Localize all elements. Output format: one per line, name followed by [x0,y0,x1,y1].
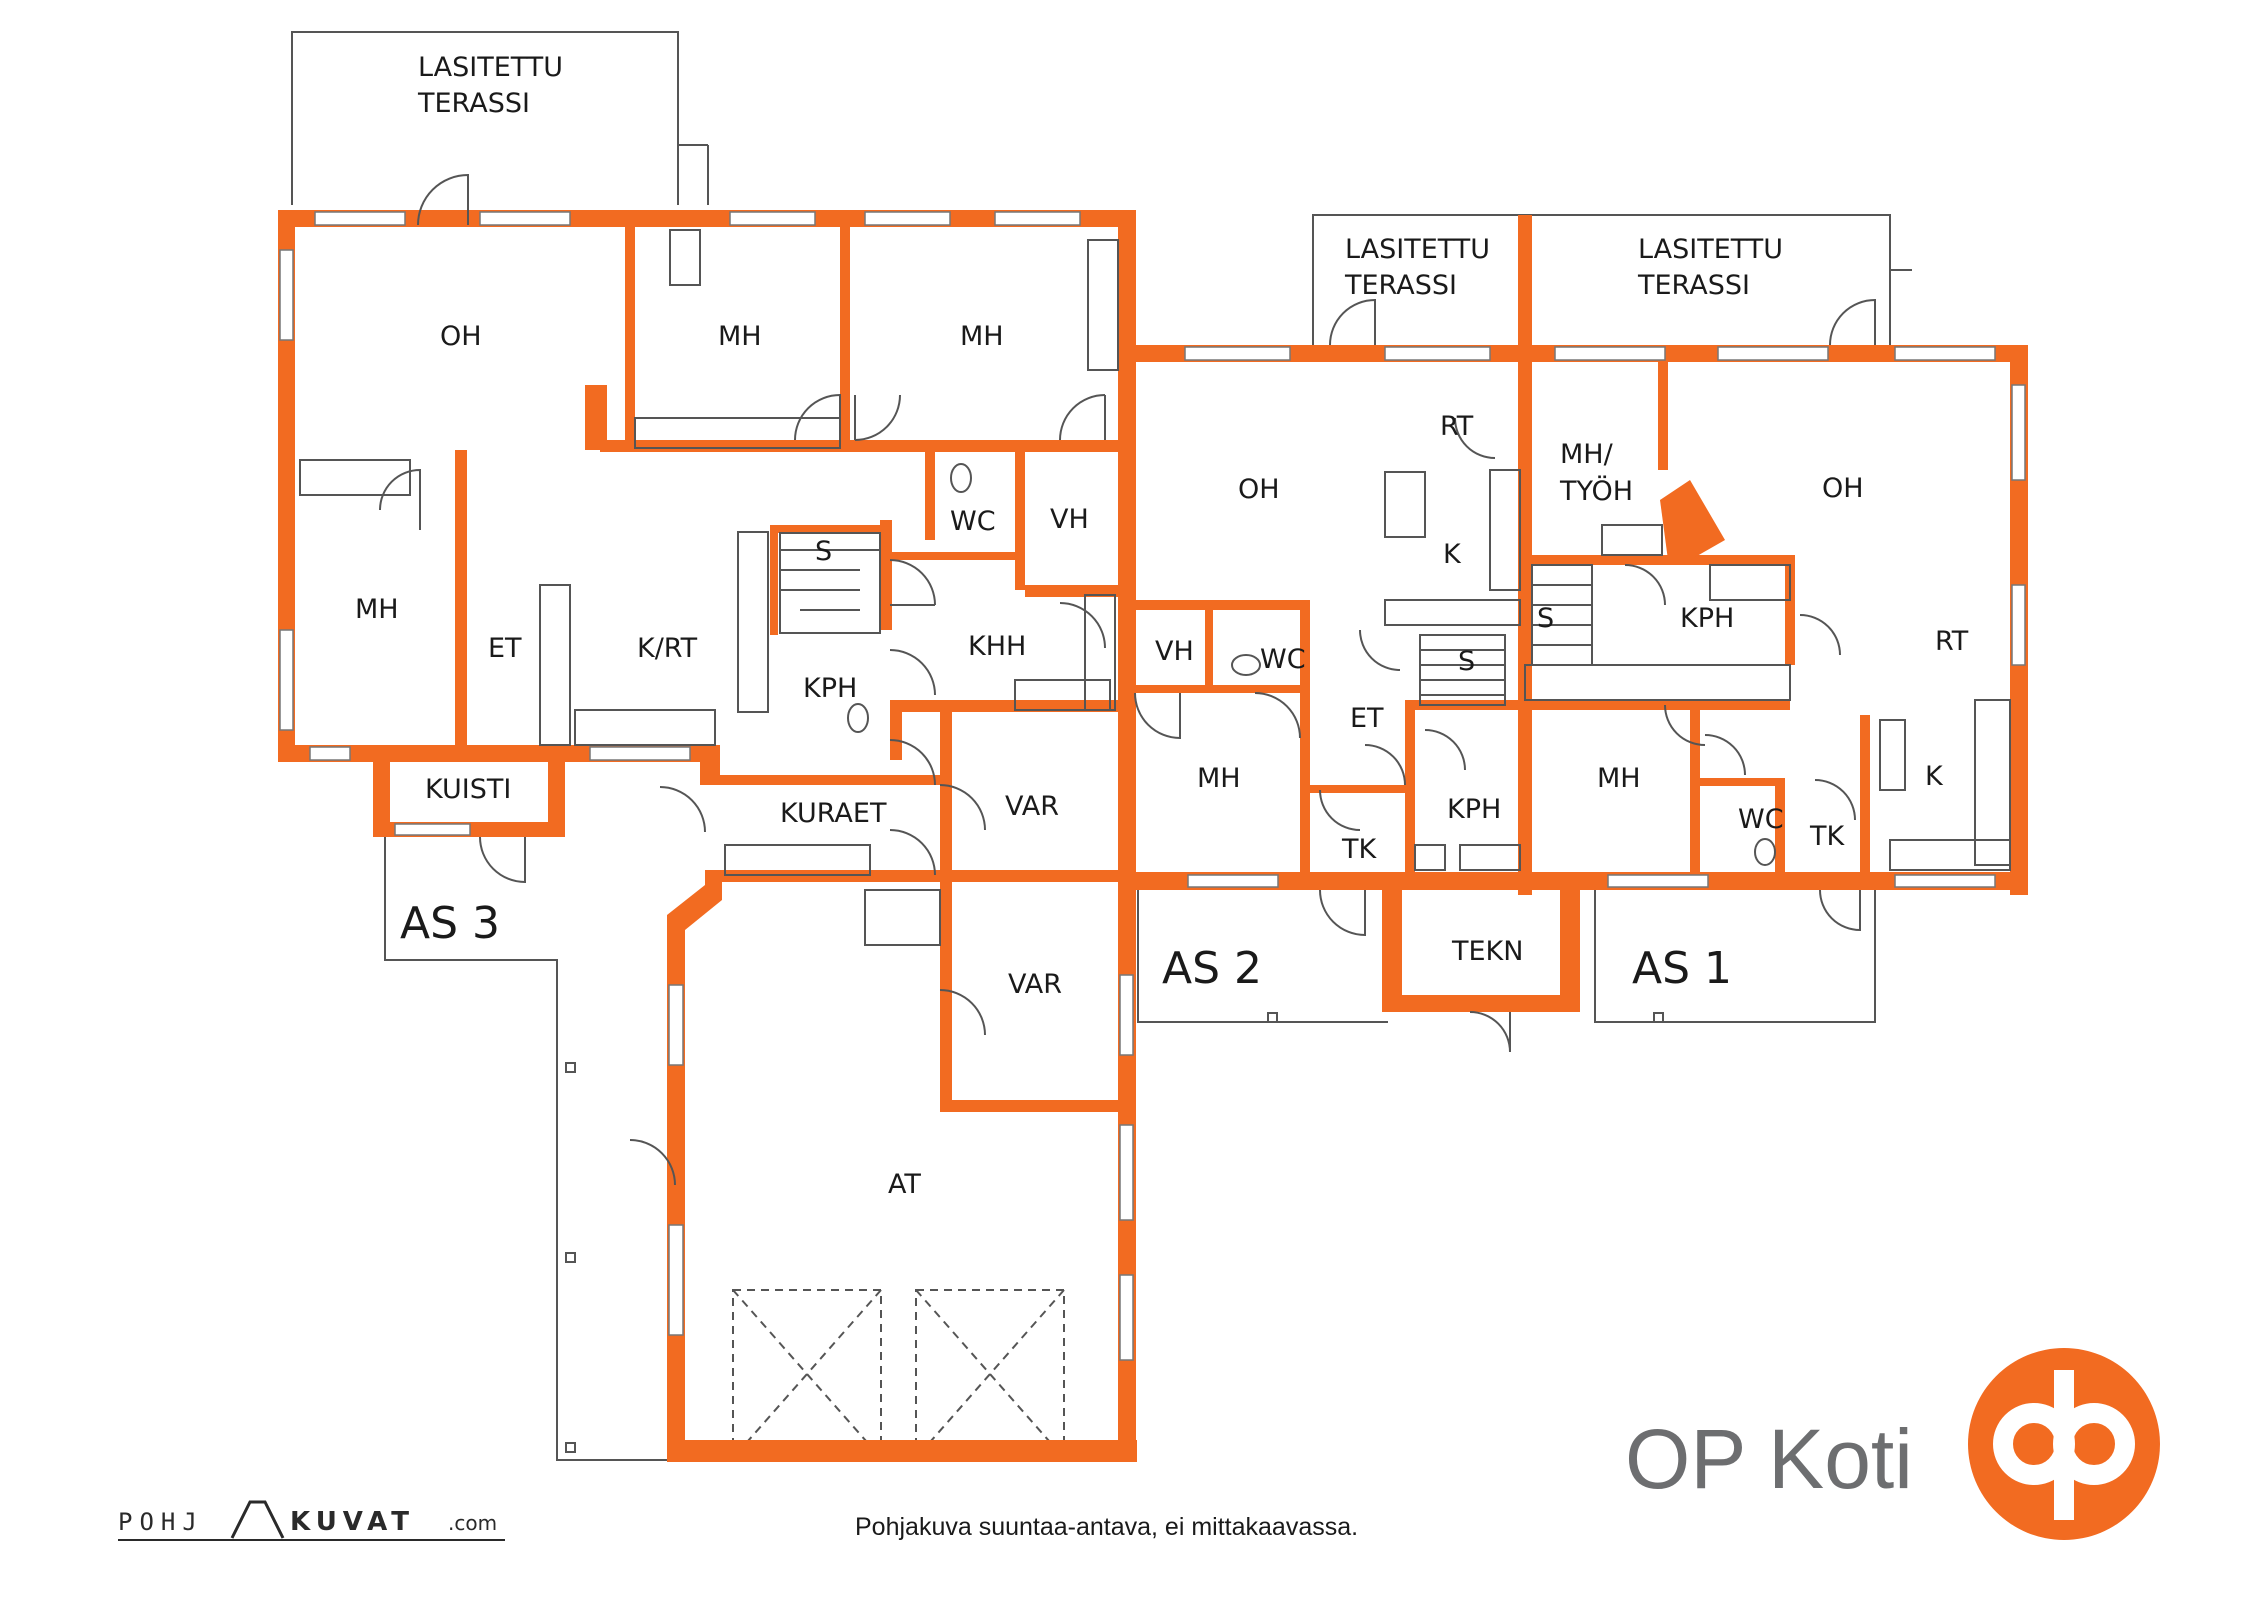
fixtures [299,229,2011,946]
room-label-krt-3: K/RT [637,633,698,664]
credit-part1: POHJ [118,1508,204,1536]
apartment-label-as3: AS 3 [400,898,500,949]
room-label-vh-3: VH [1050,504,1089,535]
room-label-tk-2: TK [1341,834,1377,865]
yard-posts [565,1012,1664,1453]
room-label-rt-2: RT [1440,411,1474,442]
room-label-s-2: S [1458,646,1475,677]
apartment-label-as2: AS 2 [1162,943,1262,994]
room-label-wc-2: WC [1260,644,1306,675]
room-label-terassi-2a: LASITETTU [1345,234,1490,265]
pohjakuvat-logo: POHJ KUVAT .com [118,1500,505,1541]
room-label-terassi-1a: LASITETTU [1638,234,1783,265]
room-labels: LASITETTU TERASSI LASITETTU TERASSI LASI… [355,52,1969,1200]
op-symbol-icon [1968,1348,2160,1540]
room-label-mh-3b: MH [960,321,1004,352]
walls [278,210,2028,1462]
room-label-terassi-2b: TERASSI [1344,270,1457,301]
room-label-kph-1: KPH [1680,603,1734,634]
terrace-outlines [291,31,1912,1461]
apartment-label-as1: AS 1 [1632,943,1732,994]
room-label-kph-3: KPH [803,673,857,704]
room-label-mh-1: MH [1597,763,1641,794]
room-label-oh-3: OH [440,321,482,352]
room-label-et-3: ET [488,633,522,664]
room-label-kuraet: KURAET [780,798,887,829]
credit-part2: KUVAT [290,1507,415,1537]
room-label-khh-3: KHH [968,631,1026,662]
room-label-var-b: VAR [1008,969,1062,1000]
room-label-oh-2: OH [1238,474,1280,505]
room-label-mh-2: MH [1197,763,1241,794]
room-label-rt-1: RT [1935,626,1969,657]
credit-part3: .com [448,1511,497,1535]
op-koti-logo: OP Koti [1625,1348,2160,1540]
room-label-tekn: TEKN [1451,936,1523,967]
room-label-oh-1: OH [1822,473,1864,504]
doors [379,173,1876,1186]
room-label-kph-2: KPH [1447,794,1501,825]
windows [279,211,2026,1361]
disclaimer-caption: Pohjakuva suuntaa-antava, ei mittakaavas… [855,1513,1358,1541]
room-label-k-1: K [1925,761,1944,792]
room-label-wc-3: WC [950,506,996,537]
room-label-mh-3c: MH [355,594,399,625]
room-label-terassi-3a: LASITETTU [418,52,563,83]
room-label-at: AT [888,1169,921,1200]
room-label-var-a: VAR [1005,791,1059,822]
brand-name: OP Koti [1625,1412,1913,1506]
room-label-et-2: ET [1350,703,1384,734]
room-label-k-2: K [1443,539,1462,570]
room-label-kuisti: KUISTI [425,774,511,805]
room-label-terassi-3b: TERASSI [417,88,530,119]
room-label-s-3: S [815,536,832,567]
room-label-mhtyoh-1a: MH/ [1560,439,1614,470]
room-label-tk-1: TK [1809,821,1845,852]
room-label-mh-3a: MH [718,321,762,352]
room-label-terassi-1b: TERASSI [1637,270,1750,301]
apartment-labels: AS 3 AS 2 AS 1 [400,898,1732,994]
room-label-vh-2: VH [1155,636,1194,667]
room-label-wc-1: WC [1738,804,1784,835]
room-label-mhtyoh-1b: TYÖH [1559,475,1633,507]
room-label-s-1: S [1537,603,1554,634]
